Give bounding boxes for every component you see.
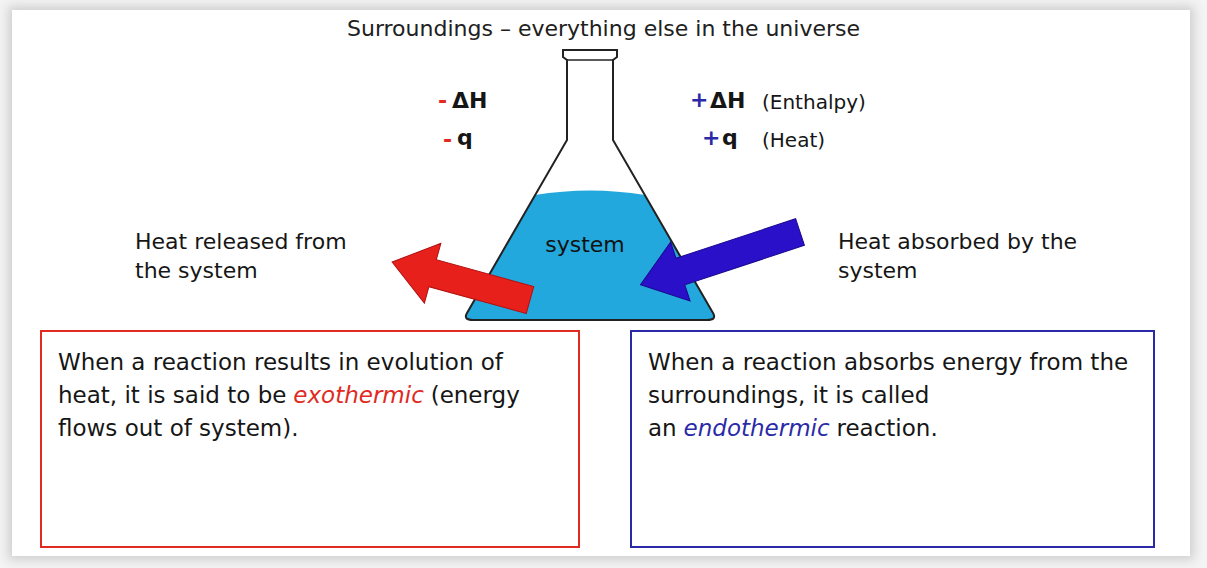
sign-label: (Heat)	[762, 127, 825, 153]
arrow-caption: Heat released from the system	[135, 228, 385, 285]
flask-lip	[567, 59, 613, 61]
sign-label: -	[443, 126, 452, 155]
sign-label: +	[690, 86, 708, 115]
heat-out-arrow	[384, 232, 538, 330]
box-text: endothermic	[684, 415, 830, 441]
sign-label: ΔH	[452, 87, 487, 116]
sign-label: -	[438, 87, 447, 116]
sign-label: +	[702, 124, 720, 153]
sign-label: (Enthalpy)	[762, 89, 866, 115]
sign-label: ΔH	[710, 87, 745, 116]
title: Surroundings – everything else in the un…	[0, 16, 1207, 41]
sign-label: q	[722, 124, 738, 153]
box-text: exothermic	[293, 382, 423, 408]
text-box: When a reaction results in evolution of …	[40, 330, 580, 548]
arrow-caption: Heat absorbed by the system	[838, 228, 1088, 285]
box-text: reaction.	[837, 415, 938, 441]
flask-illustration	[455, 45, 725, 323]
text-box: When a reaction absorbs energy from the …	[630, 330, 1155, 548]
sign-label: q	[457, 124, 473, 153]
heat-in-arrow	[631, 203, 810, 315]
flask-node: system	[455, 45, 725, 323]
system-label: system	[455, 232, 715, 257]
